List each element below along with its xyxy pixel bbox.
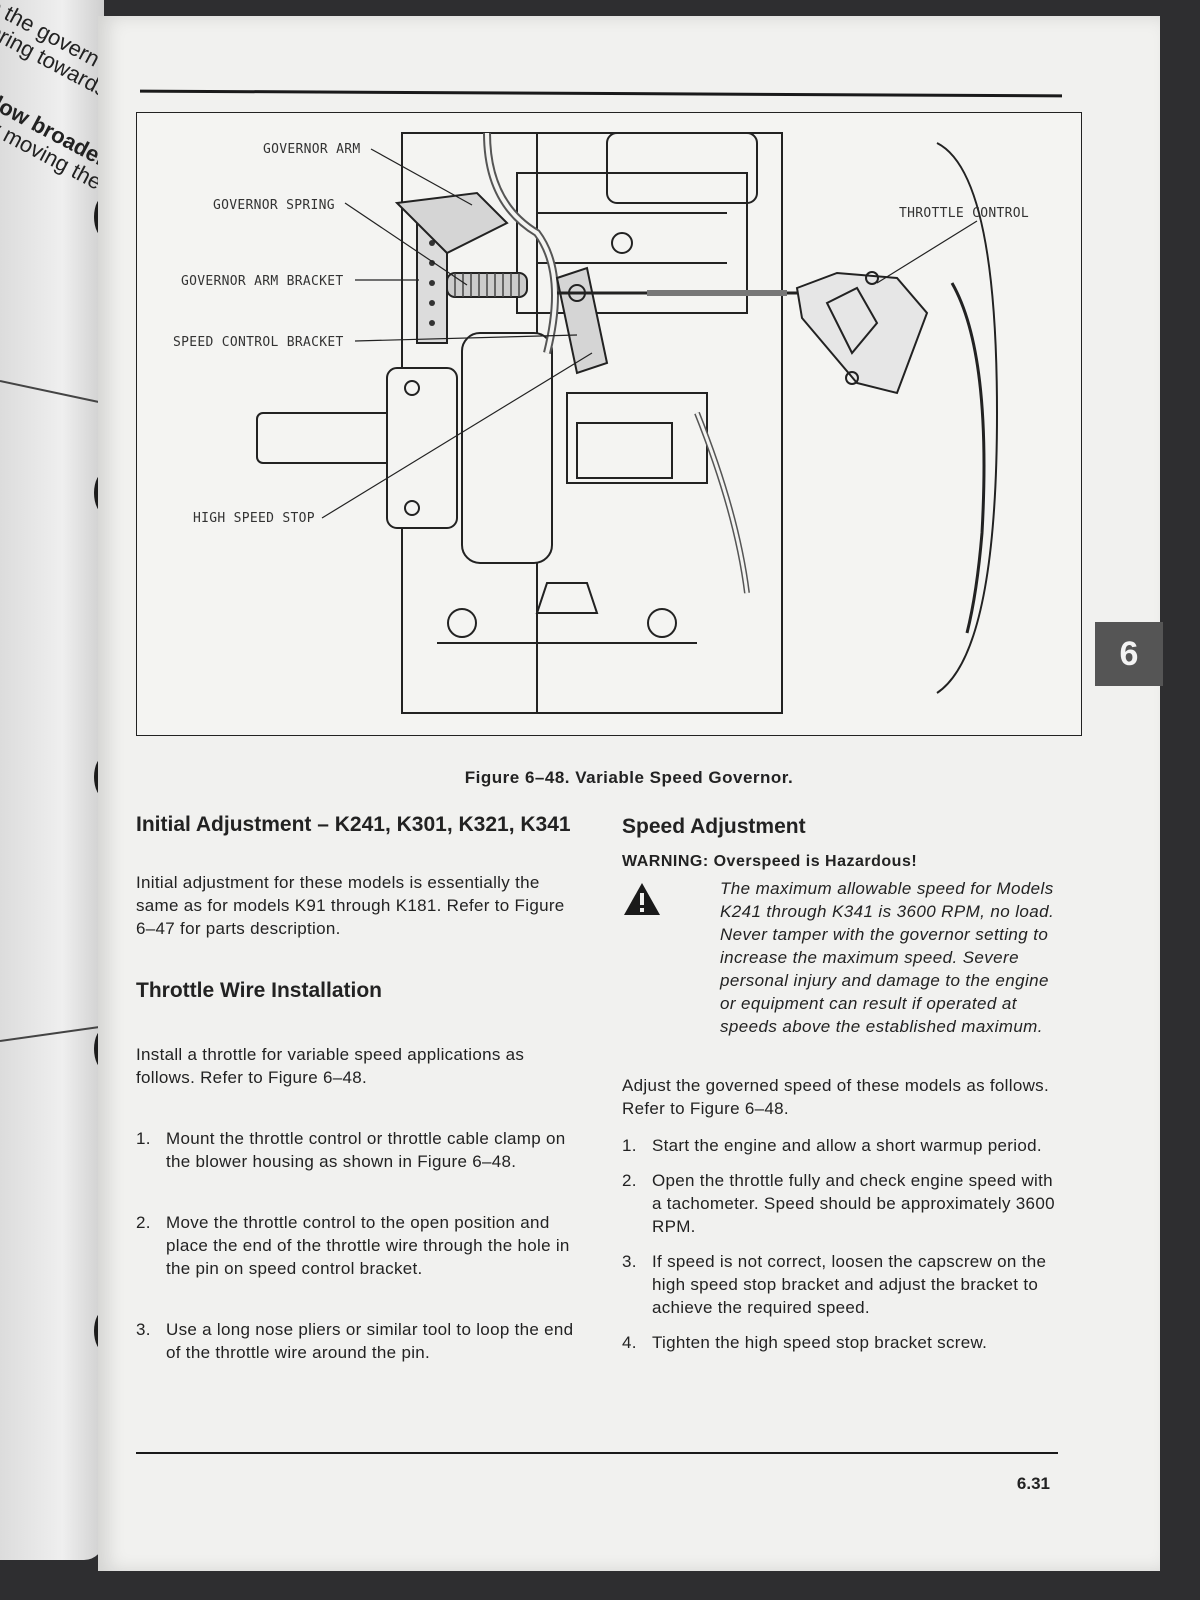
- list-item: 3. If speed is not correct, loosen the c…: [622, 1252, 1047, 1317]
- bottom-rule: [136, 1452, 1058, 1454]
- list-item: 1. Start the engine and allow a short wa…: [622, 1136, 1042, 1155]
- figure-6-48: GOVERNOR ARM GOVERNOR SPRING GOVERNOR AR…: [136, 112, 1082, 736]
- paragraph-initial-adjustment: Initial adjustment for these models is e…: [136, 873, 565, 938]
- heading-throttle-wire: Throttle Wire Installation: [136, 979, 382, 1002]
- label-high-speed-stop: HIGH SPEED STOP: [193, 511, 315, 526]
- list-item: 2. Open the throttle fully and check eng…: [622, 1171, 1055, 1236]
- heading-initial-adjustment: Initial Adjustment – K241, K301, K321, K…: [136, 813, 571, 836]
- label-throttle-control: THROTTLE CONTROL: [899, 206, 1029, 221]
- left-column: Initial Adjustment – K241, K301, K321, K…: [136, 812, 586, 1364]
- right-column: Speed Adjustment WARNING: Overspeed is H…: [622, 814, 1062, 1354]
- governor-illustration: GOVERNOR ARM GOVERNOR SPRING GOVERNOR AR…: [173, 132, 1029, 714]
- list-item: 2. Move the throttle control to the open…: [136, 1213, 570, 1278]
- paragraph-throttle-intro: Install a throttle for variable speed ap…: [136, 1045, 525, 1087]
- label-governor-spring: GOVERNOR SPRING: [213, 198, 335, 213]
- list-item: 3. Use a long nose pliers or similar too…: [136, 1320, 574, 1362]
- warning-triangle-icon: [622, 877, 720, 1038]
- left-page-rule: [0, 1025, 104, 1042]
- manual-page: GOVERNOR ARM GOVERNOR SPRING GOVERNOR AR…: [98, 16, 1160, 1571]
- top-rule: [139, 89, 1063, 98]
- heading-speed-adjustment: Speed Adjustment: [622, 815, 806, 838]
- label-governor-arm: GOVERNOR ARM: [263, 142, 361, 157]
- warning-block: The maximum allowable speed for Models K…: [622, 877, 1062, 1038]
- list-item: 1. Mount the throttle control or throttl…: [136, 1129, 566, 1171]
- chapter-tab: 6: [1095, 622, 1163, 686]
- warning-text: The maximum allowable speed for Models K…: [720, 879, 1055, 1036]
- list-item: 4. Tighten the high speed stop bracket s…: [622, 1333, 988, 1352]
- label-speed-control-bracket: SPEED CONTROL BRACKET: [173, 335, 344, 350]
- label-governor-arm-bracket: GOVERNOR ARM BRACKET: [181, 274, 344, 289]
- figure-caption: Figure 6–48. Variable Speed Governor.: [464, 768, 794, 787]
- left-facing-page: e the govern pring towards llow broader …: [0, 0, 104, 1560]
- left-page-rule: [0, 380, 102, 404]
- paragraph-speed-intro: Adjust the governed speed of these model…: [622, 1076, 1049, 1118]
- warning-title: WARNING: Overspeed is Hazardous!: [622, 853, 918, 870]
- page-number: 6.31: [1016, 1474, 1050, 1493]
